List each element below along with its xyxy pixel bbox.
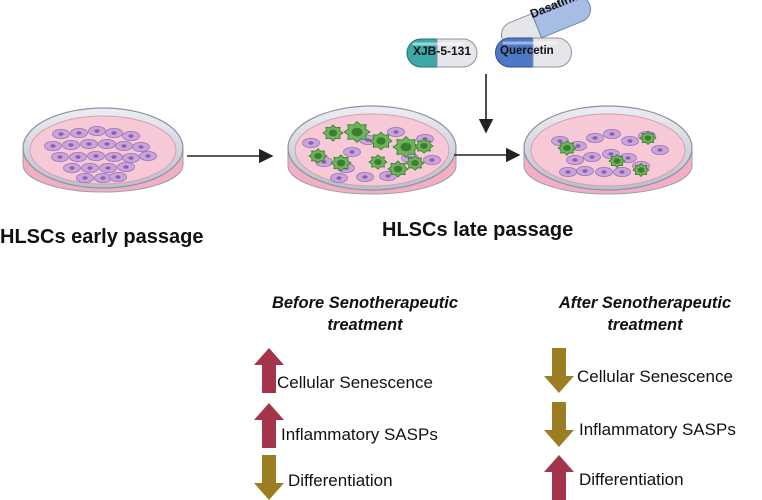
normal-cell — [69, 151, 87, 162]
normal-cell — [80, 138, 98, 149]
after-down-arrow-icon — [544, 348, 574, 393]
cells-after-treatment — [551, 128, 669, 177]
senescent-cell — [639, 131, 657, 145]
xjb-capsule-icon — [406, 38, 478, 68]
normal-cell — [105, 151, 123, 162]
early-passage-title: HLSCs early passage — [0, 226, 204, 248]
late-passage-title: HLSCs late passage — [382, 219, 574, 241]
normal-cell — [81, 162, 99, 173]
xjb-label: XJB-5-131 — [412, 44, 472, 58]
normal-cell — [99, 162, 117, 173]
normal-cell — [94, 172, 112, 183]
after-heading-line1: After Senotherapeutic — [558, 294, 732, 312]
before-heading-line1: Before Senotherapeutic — [271, 294, 459, 312]
senescent-cell — [369, 131, 393, 151]
normal-cell — [70, 127, 88, 138]
after-heading-line2: treatment — [607, 316, 683, 334]
normal-cell — [651, 144, 669, 155]
normal-cell — [356, 171, 374, 182]
normal-cell — [87, 150, 105, 161]
normal-cell — [115, 140, 133, 151]
normal-cell — [603, 128, 621, 139]
normal-cell — [139, 150, 157, 161]
senescent-cell — [405, 155, 425, 171]
after-heading: After Senotherapeutic treatment — [530, 292, 760, 336]
senescent-cell — [343, 121, 371, 143]
after-arrow-column — [544, 348, 574, 500]
normal-cell — [63, 162, 81, 173]
normal-cell — [330, 172, 348, 183]
normal-cell — [62, 139, 80, 150]
normal-cell — [105, 127, 123, 138]
normal-cell — [586, 132, 604, 143]
normal-cell — [576, 165, 594, 176]
senescent-cell — [557, 140, 577, 156]
senescent-cell — [308, 148, 328, 164]
senescent-cell — [368, 154, 388, 170]
quercetin-label: Quercetin — [500, 45, 554, 57]
after-down-arrow-icon — [544, 402, 574, 447]
petri-dish-treated — [523, 105, 693, 195]
senescent-cell — [392, 136, 420, 158]
before-item-differentiation: Differentiation — [288, 471, 393, 490]
normal-cell — [88, 126, 106, 137]
senescent-cell — [387, 160, 409, 178]
before-item-senescence: Cellular Senescence — [277, 373, 433, 392]
normal-cell — [423, 154, 441, 165]
senescent-cell — [330, 154, 352, 172]
before-down-arrow-icon — [254, 455, 284, 500]
before-up-arrow-icon — [254, 348, 284, 393]
before-heading-line2: treatment — [327, 316, 403, 334]
normal-cell — [76, 172, 94, 183]
normal-cell — [387, 127, 405, 138]
senescent-cell — [632, 163, 650, 177]
normal-cell — [98, 138, 116, 149]
normal-cell — [117, 161, 135, 172]
senescent-cell — [414, 138, 434, 154]
normal-cell — [613, 166, 631, 177]
normal-cells-early — [44, 126, 157, 183]
after-up-arrow-icon — [544, 455, 574, 500]
before-heading: Before Senotherapeutic treatment — [230, 292, 500, 336]
normal-cell — [343, 146, 361, 157]
before-item-sasps: Inflammatory SASPs — [281, 425, 438, 444]
normal-cell — [583, 151, 601, 162]
normal-cell — [122, 130, 140, 141]
after-item-sasps: Inflammatory SASPs — [579, 420, 736, 439]
normal-cell — [122, 152, 140, 163]
before-arrow-column — [254, 348, 284, 500]
petri-dish-early — [22, 107, 184, 193]
normal-cell — [44, 140, 62, 151]
before-up-arrow-icon — [254, 403, 284, 448]
normal-cell — [109, 171, 127, 182]
senescent-cell — [608, 154, 626, 168]
mixed-cells-late — [302, 121, 441, 183]
normal-cell — [132, 141, 150, 152]
normal-cell — [566, 154, 584, 165]
normal-cell — [51, 151, 69, 162]
petri-dish-late — [287, 105, 457, 195]
quercetin-capsule-icon — [495, 37, 572, 68]
senescent-cell — [322, 124, 344, 142]
after-item-differentiation: Differentiation — [579, 470, 684, 489]
after-item-senescence: Cellular Senescence — [577, 367, 733, 386]
normal-cell — [559, 166, 577, 177]
normal-cell — [595, 166, 613, 177]
normal-cell — [621, 135, 639, 146]
normal-cell — [52, 128, 70, 139]
normal-cell — [302, 137, 320, 148]
